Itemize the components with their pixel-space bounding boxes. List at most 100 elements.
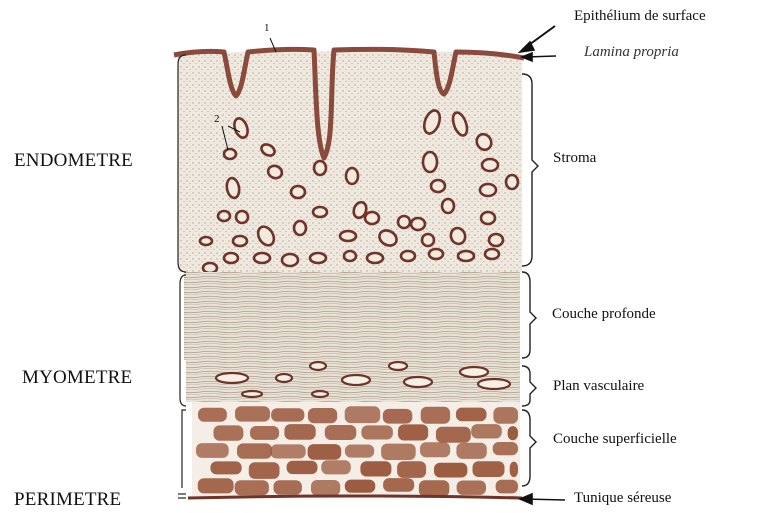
muscle-cell	[436, 427, 471, 443]
gland	[367, 253, 383, 263]
muscle-cell	[308, 408, 337, 423]
muscle-cell	[383, 478, 414, 492]
gland	[431, 180, 445, 192]
muscle-cell	[361, 425, 393, 439]
label-perimetre: PERIMETRE	[14, 489, 121, 511]
gland	[224, 253, 238, 263]
muscle-cell	[237, 443, 272, 458]
vessel	[404, 377, 432, 387]
muscle-cell	[311, 480, 340, 496]
muscle-cell	[496, 480, 518, 494]
muscle-cell	[508, 426, 518, 440]
gland	[365, 212, 379, 224]
muscle-cell	[271, 444, 306, 458]
label-lamina-propria: Lamina propria	[584, 44, 679, 61]
muscle-cell	[456, 408, 487, 422]
muscle-cell	[249, 462, 280, 479]
muscle-cell	[457, 481, 486, 495]
vessel	[276, 374, 292, 382]
gland	[254, 253, 270, 263]
gland	[314, 161, 326, 175]
label-myometre: MYOMETRE	[22, 367, 132, 389]
gland	[481, 212, 495, 224]
vessel	[242, 391, 262, 397]
muscle-cell	[421, 407, 450, 424]
label-epithelium: Epithélium de surface	[574, 8, 706, 25]
gland	[291, 186, 305, 198]
label-plan-vasculaire: Plan vasculaire	[553, 378, 644, 395]
gland	[340, 231, 356, 241]
muscle-cell	[250, 426, 279, 440]
muscle-cell	[198, 408, 227, 422]
label-tunique-sereuse: Tunique séreuse	[574, 490, 671, 507]
muscle-cell	[419, 480, 449, 497]
gland	[224, 149, 236, 159]
muscle-cell	[345, 445, 374, 458]
gland	[489, 234, 503, 246]
gland	[422, 234, 434, 246]
muscle-cell	[360, 461, 391, 476]
muscle-cell	[398, 424, 428, 440]
serosa-line	[188, 496, 522, 498]
muscle-cell	[473, 461, 505, 477]
muscle-cell	[271, 408, 304, 421]
label-couche-superficielle: Couche superficielle	[553, 431, 677, 448]
gland	[218, 211, 230, 221]
right-brackets	[522, 74, 538, 486]
gland	[346, 168, 358, 184]
gland	[282, 254, 298, 266]
label-couche-profonde: Couche profonde	[552, 306, 656, 323]
gland	[442, 199, 454, 213]
label-stroma: Stroma	[553, 150, 596, 167]
gland	[200, 237, 212, 245]
muscle-cell	[381, 444, 416, 460]
gland	[313, 207, 327, 217]
marker-2: 2	[214, 113, 220, 125]
muscle-cell	[456, 443, 486, 459]
muscle-cell	[198, 478, 234, 493]
gland	[429, 249, 443, 259]
muscle-cell	[493, 442, 518, 455]
muscle-cell	[284, 424, 315, 440]
muscle-cell	[196, 443, 229, 458]
muscle-cell	[345, 406, 381, 423]
vessel	[216, 373, 248, 383]
muscle-cell	[383, 409, 413, 424]
vessel	[342, 375, 370, 385]
muscle-cell	[308, 444, 342, 460]
gland	[236, 211, 248, 223]
superficial-muscle-cells	[192, 402, 520, 497]
marker-1: 1	[264, 22, 270, 34]
vessel	[389, 362, 407, 370]
gland	[344, 251, 356, 261]
gland	[506, 175, 518, 189]
gland	[485, 249, 499, 259]
muscle-cell	[235, 480, 269, 495]
muscle-cell	[510, 462, 518, 478]
muscle-cell	[471, 424, 502, 438]
vessel	[478, 379, 510, 389]
gland	[482, 159, 498, 171]
vessel	[310, 362, 326, 370]
gland	[203, 263, 217, 273]
muscle-cell	[214, 425, 244, 440]
muscle-cell	[493, 407, 518, 424]
muscle-cell	[287, 461, 318, 474]
gland	[401, 251, 415, 261]
vessel	[460, 367, 488, 377]
gland	[310, 253, 326, 263]
gland	[398, 216, 410, 228]
myometrium-deep-layer	[184, 272, 520, 360]
muscle-cell	[434, 463, 467, 478]
gland	[480, 184, 496, 196]
gland	[411, 218, 425, 230]
vessel	[312, 391, 328, 397]
muscle-cell	[325, 425, 357, 440]
gland	[423, 152, 437, 172]
gland	[458, 251, 474, 261]
gland	[233, 236, 247, 246]
muscle-cell	[420, 442, 450, 457]
muscle-cell	[397, 461, 426, 478]
muscle-cell	[210, 461, 241, 474]
muscle-cell	[321, 460, 351, 474]
